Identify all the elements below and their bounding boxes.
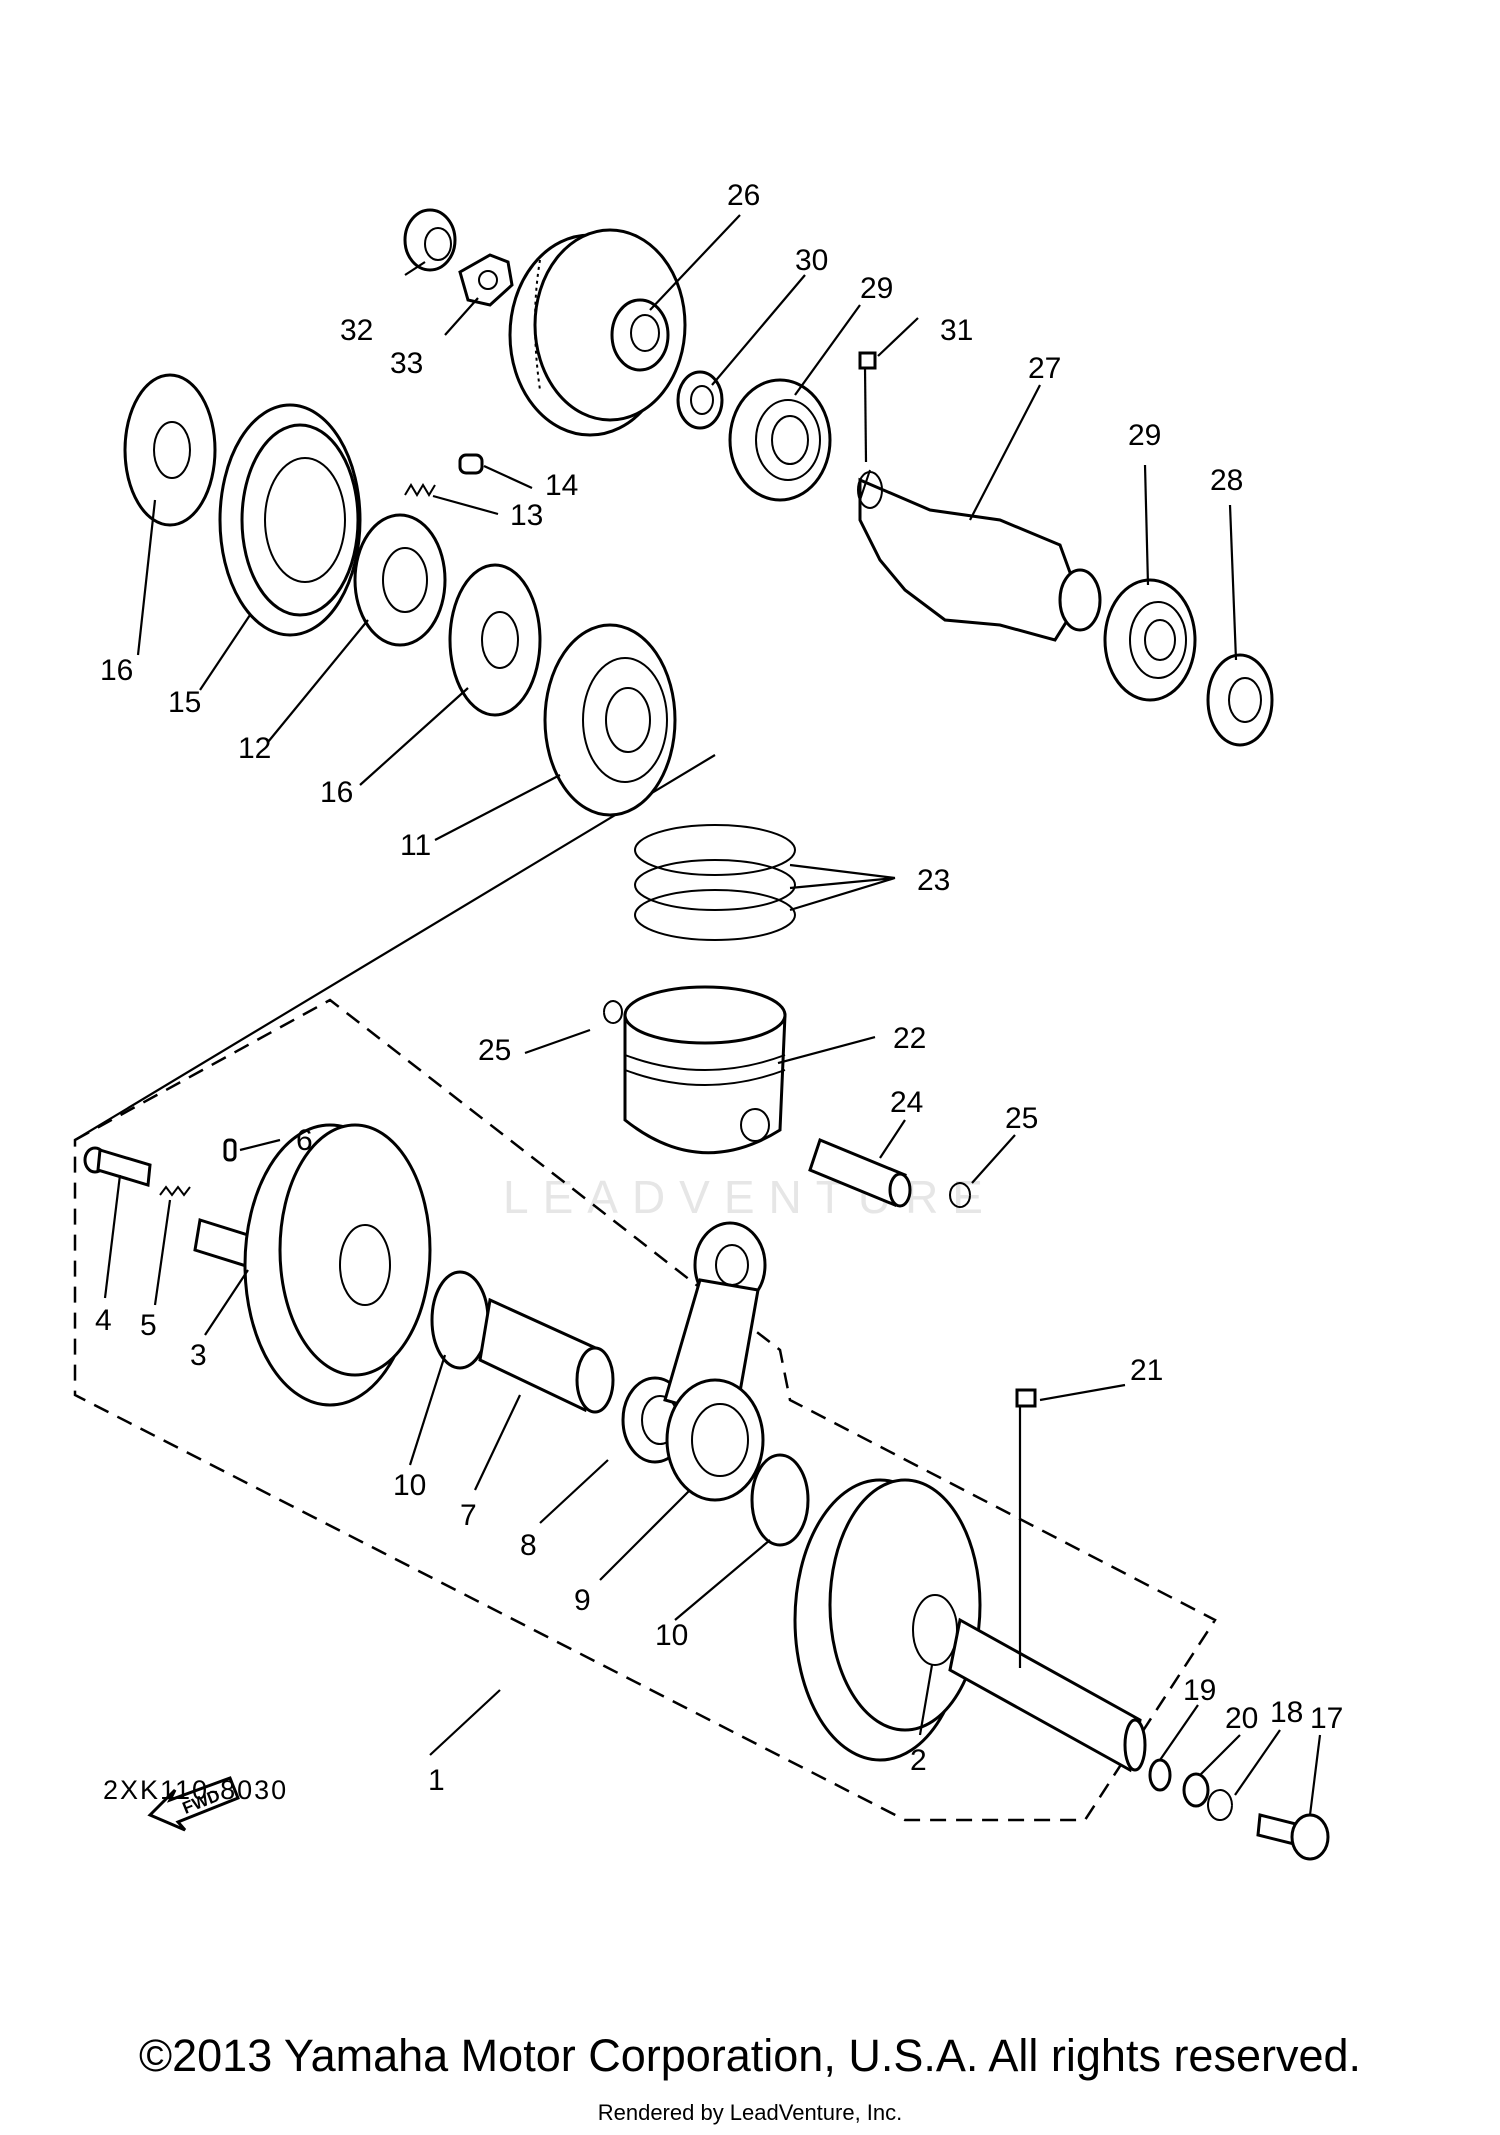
part-25-circlip-left [603, 1000, 623, 1025]
callout-numbers: 26 32 33 30 29 31 27 29 28 14 13 16 15 1… [95, 179, 1343, 1797]
callout-4: 4 [95, 1304, 112, 1337]
part-10-washer-right [750, 1453, 810, 1547]
callout-25-right: 25 [1005, 1102, 1038, 1135]
part-5-spring [159, 1185, 191, 1197]
assembly-outline [73, 998, 1217, 1822]
callout-9: 9 [574, 1584, 591, 1617]
part-27-balancer-shaft [857, 469, 1102, 642]
part-9-connecting-rod [663, 1221, 767, 1502]
callout-28: 28 [1210, 464, 1243, 497]
part-20-washer [1182, 1772, 1210, 1808]
callout-13: 13 [510, 499, 543, 532]
part-29-bearing-lower [1103, 578, 1197, 702]
part-14-roller [458, 453, 484, 475]
part-4-oil-plug [83, 1146, 152, 1187]
leader-lines [103, 214, 1322, 1816]
callout-18: 18 [1270, 1696, 1303, 1729]
part-16-plate-right [448, 563, 542, 717]
part-16-plate-left [123, 373, 217, 527]
part-15-starter-gear [218, 403, 362, 637]
part-21-key [1015, 1388, 1037, 1408]
callout-7: 7 [460, 1499, 477, 1532]
part-28-oil-seal [1206, 653, 1274, 747]
callout-3: 3 [190, 1339, 207, 1372]
callout-5: 5 [140, 1309, 157, 1342]
part-32-nut [403, 208, 457, 272]
callout-16-left: 16 [100, 654, 133, 687]
callout-17: 17 [1310, 1702, 1343, 1735]
part-31-key [858, 351, 877, 370]
callout-32: 32 [340, 314, 373, 347]
copyright-notice: ©2013 Yamaha Motor Corporation, U.S.A. A… [138, 2030, 1362, 2081]
part-17-bolt [1256, 1813, 1330, 1861]
callout-20: 20 [1225, 1702, 1258, 1735]
part-23-piston-rings [634, 824, 796, 941]
callout-31: 31 [940, 314, 973, 347]
callout-10-left: 10 [393, 1469, 426, 1502]
callout-15: 15 [168, 686, 201, 719]
part-7-crank-pin [478, 1297, 615, 1414]
callout-22: 22 [893, 1022, 926, 1055]
callout-30: 30 [795, 244, 828, 277]
callout-19: 19 [1183, 1674, 1216, 1707]
part-26-drive-gear [508, 228, 687, 437]
callout-23: 23 [917, 864, 950, 897]
callout-11: 11 [400, 829, 431, 862]
part-13-spring [404, 483, 436, 497]
callout-8: 8 [520, 1529, 537, 1562]
part-22-piston [623, 985, 787, 1155]
part-29-bearing-upper [728, 378, 832, 502]
callout-26: 26 [727, 179, 760, 212]
part-3-crank-left [193, 1123, 432, 1407]
part-6-pin [223, 1138, 237, 1162]
part-2-crank-right [793, 1478, 1147, 1773]
callout-29-upper: 29 [860, 272, 893, 305]
callout-25-left: 25 [478, 1034, 511, 1067]
part-11-bearing [543, 623, 677, 817]
callout-1: 1 [428, 1764, 445, 1797]
callout-10-right: 10 [655, 1619, 688, 1652]
rendered-by-credit: Rendered by LeadVenture, Inc. [597, 2100, 903, 2125]
part-30-washer [676, 370, 724, 430]
callout-33: 33 [390, 347, 423, 380]
part-12-starter-clutch [353, 513, 447, 647]
callout-16-right: 16 [320, 776, 353, 809]
part-19-o-ring [1148, 1758, 1172, 1792]
callout-14: 14 [545, 469, 578, 502]
callout-6: 6 [296, 1124, 313, 1157]
callout-29-lower: 29 [1128, 419, 1161, 452]
callout-2: 2 [910, 1744, 927, 1777]
part-18-circlip [1207, 1789, 1233, 1821]
guide-line [74, 754, 716, 1141]
part-24-piston-pin [808, 1138, 912, 1208]
drawing-code: 2XK110-8030 [103, 1775, 289, 1805]
callout-24: 24 [890, 1086, 923, 1119]
part-33-lock-washer [458, 253, 514, 307]
callout-12: 12 [238, 732, 271, 765]
callout-27: 27 [1028, 352, 1061, 385]
callout-21: 21 [1130, 1354, 1163, 1387]
part-25-circlip-right [949, 1182, 971, 1209]
